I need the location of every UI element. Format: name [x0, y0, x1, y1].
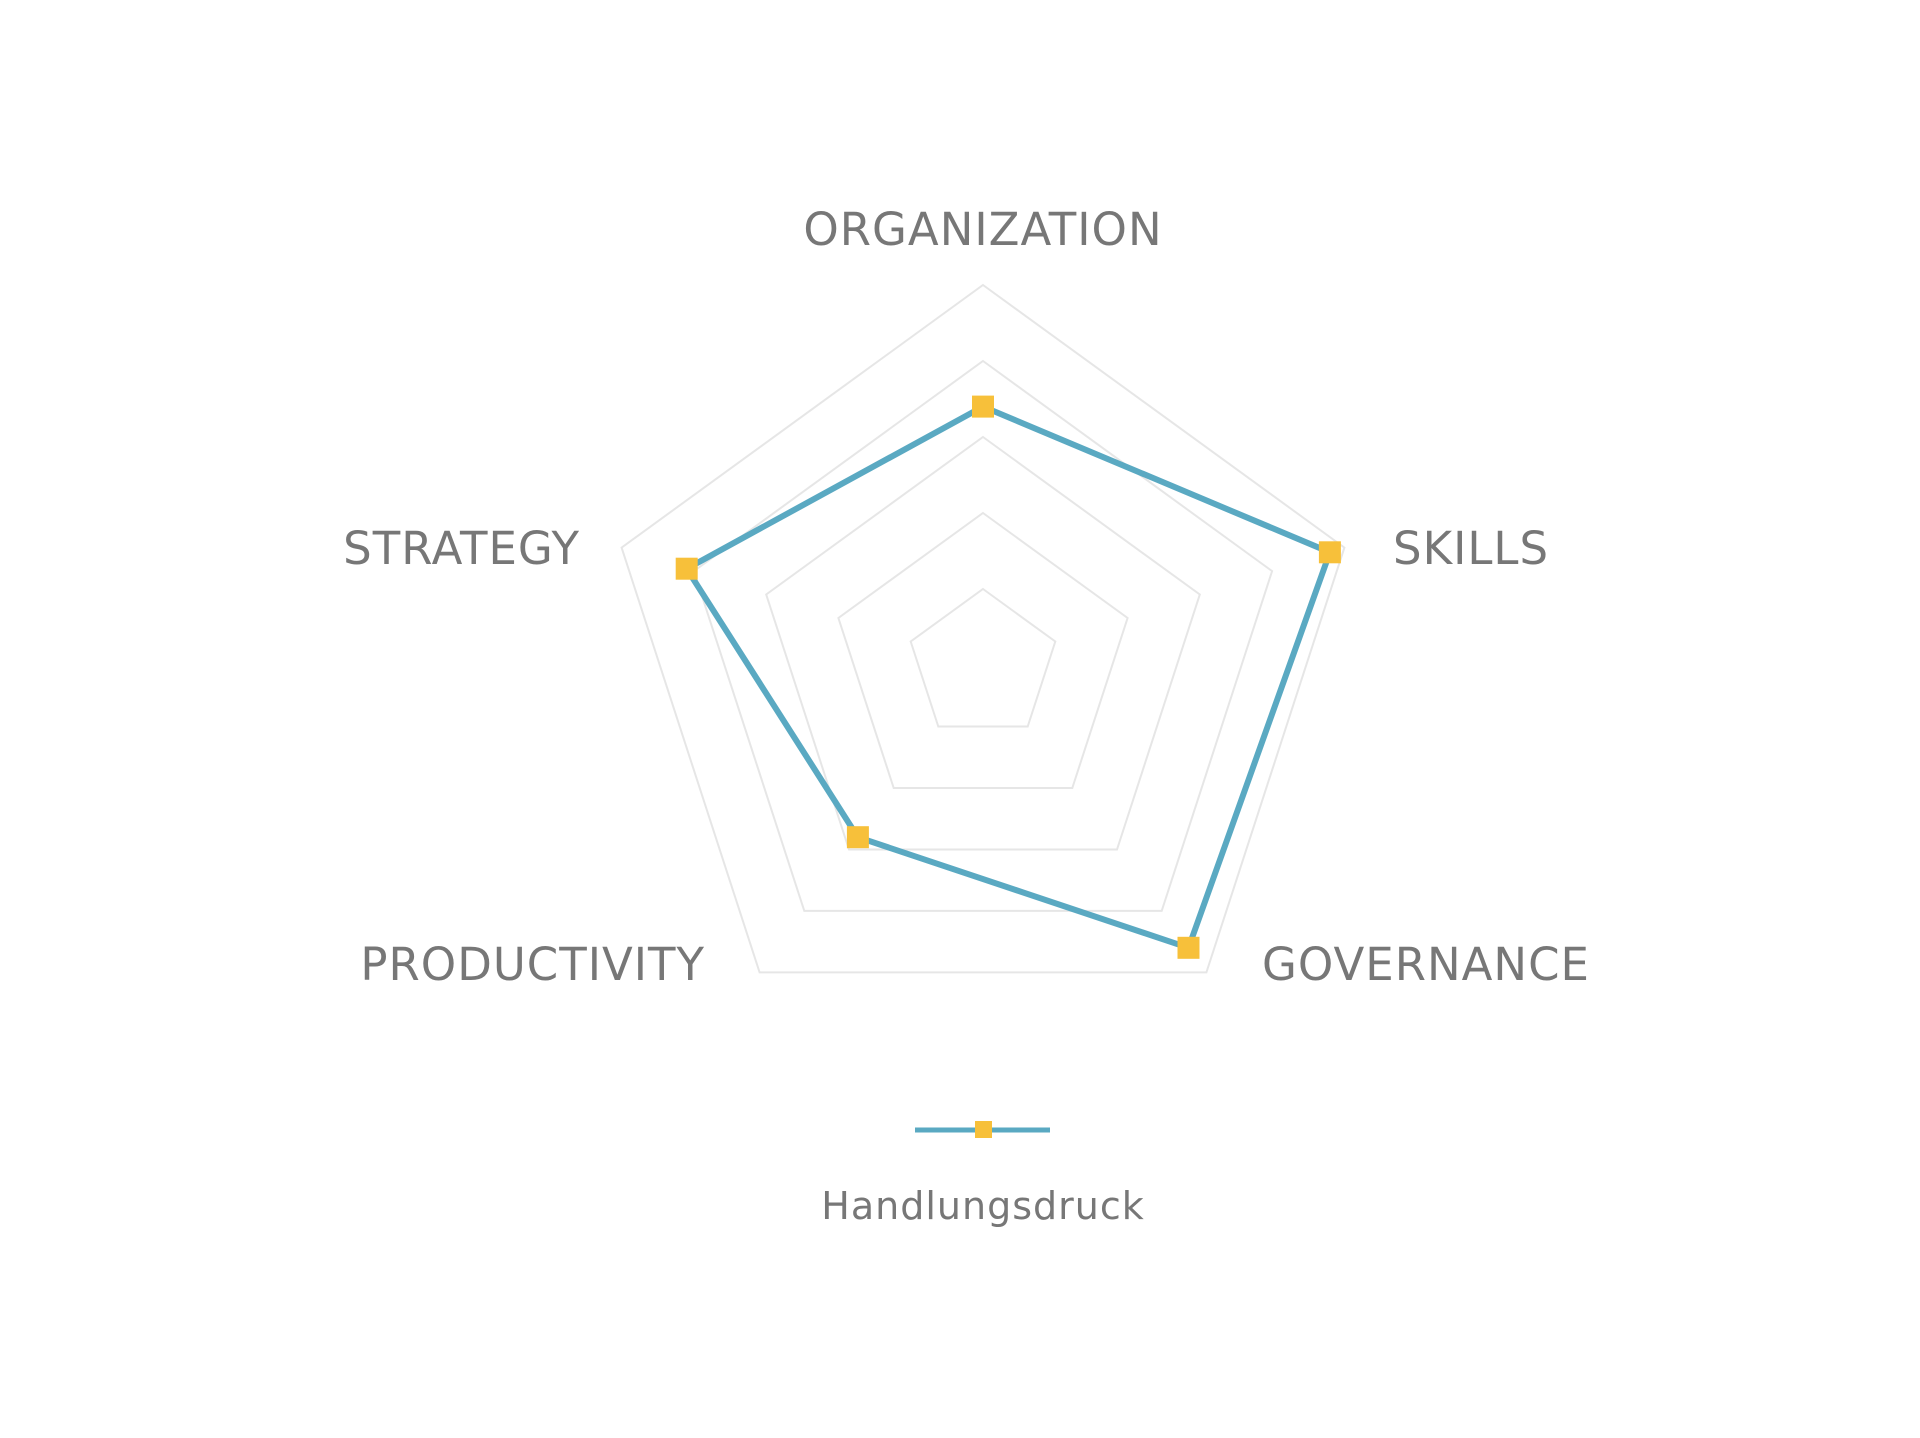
axis-label-strategy: STRATEGY — [343, 522, 580, 575]
axis-labels: ORGANIZATION SKILLS GOVERNANCE PRODUCTIV… — [343, 203, 1590, 991]
legend-marker — [975, 1121, 992, 1138]
axis-label-governance: GOVERNANCE — [1262, 938, 1590, 991]
data-point-strategy[interactable] — [675, 557, 698, 580]
legend-label: Handlungsdruck — [821, 1184, 1144, 1228]
axis-label-skills: SKILLS — [1393, 522, 1549, 575]
series-line-0 — [683, 403, 1333, 951]
series-layer — [675, 395, 1341, 959]
legend[interactable]: Handlungsdruck — [821, 1121, 1144, 1228]
grid-ring-1 — [909, 587, 1057, 728]
radar-grid — [620, 283, 1346, 974]
grid-ring-2 — [837, 511, 1129, 789]
data-point-productivity[interactable] — [846, 826, 869, 849]
grid-ring-5 — [620, 283, 1346, 974]
axis-label-organization: ORGANIZATION — [803, 203, 1162, 256]
grid-ring-3 — [765, 435, 1201, 851]
axis-label-productivity: PRODUCTIVITY — [360, 938, 705, 991]
data-point-governance[interactable] — [1177, 936, 1200, 959]
data-point-organization[interactable] — [972, 395, 994, 418]
data-point-skills[interactable] — [1318, 541, 1341, 564]
